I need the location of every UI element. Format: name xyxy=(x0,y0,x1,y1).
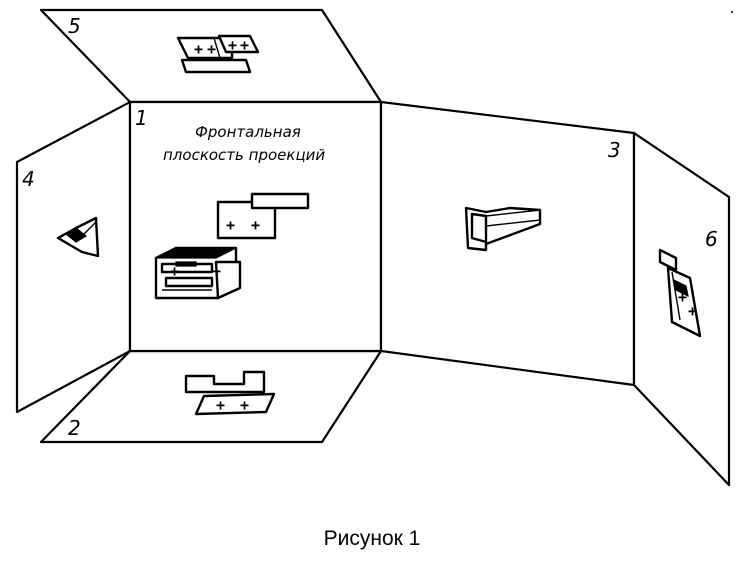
panel-1-number: 1 xyxy=(135,106,148,130)
plus-mark: + xyxy=(240,36,249,54)
panel-4-number: 4 xyxy=(22,167,35,191)
plus-mark: + xyxy=(212,262,221,280)
view-left xyxy=(56,216,100,258)
plus-mark: + xyxy=(226,216,235,234)
view-bottom: + + xyxy=(184,370,276,416)
frontal-label-line1: Фронтальная xyxy=(195,123,301,141)
plus-mark: + xyxy=(240,396,249,414)
figure-caption: Рисунок 1 xyxy=(323,527,421,550)
panel-3-number: 3 xyxy=(608,138,621,162)
panel-4-left xyxy=(15,100,132,414)
plus-mark: + xyxy=(251,216,260,234)
plus-mark: + xyxy=(678,288,687,306)
panel-5-number: 5 xyxy=(68,14,81,38)
plus-mark: + xyxy=(228,36,237,54)
frontal-label-line2: плоскость проекций xyxy=(163,146,325,164)
stray-dot xyxy=(731,11,733,13)
panel-6-number: 6 xyxy=(705,227,718,251)
plus-mark: + xyxy=(216,396,225,414)
plus-mark: + xyxy=(170,262,179,280)
plus-mark: + xyxy=(688,302,697,320)
panel-2-number: 2 xyxy=(68,416,81,440)
plus-mark: + xyxy=(207,40,216,58)
panel-3-profile xyxy=(379,100,636,387)
view-right: + + xyxy=(658,248,702,338)
view-top: + + + + xyxy=(176,34,260,74)
isometric-object: + + xyxy=(154,246,242,300)
view-profile xyxy=(464,206,542,252)
plus-mark: + xyxy=(194,40,203,58)
view-front: + + xyxy=(216,192,310,240)
